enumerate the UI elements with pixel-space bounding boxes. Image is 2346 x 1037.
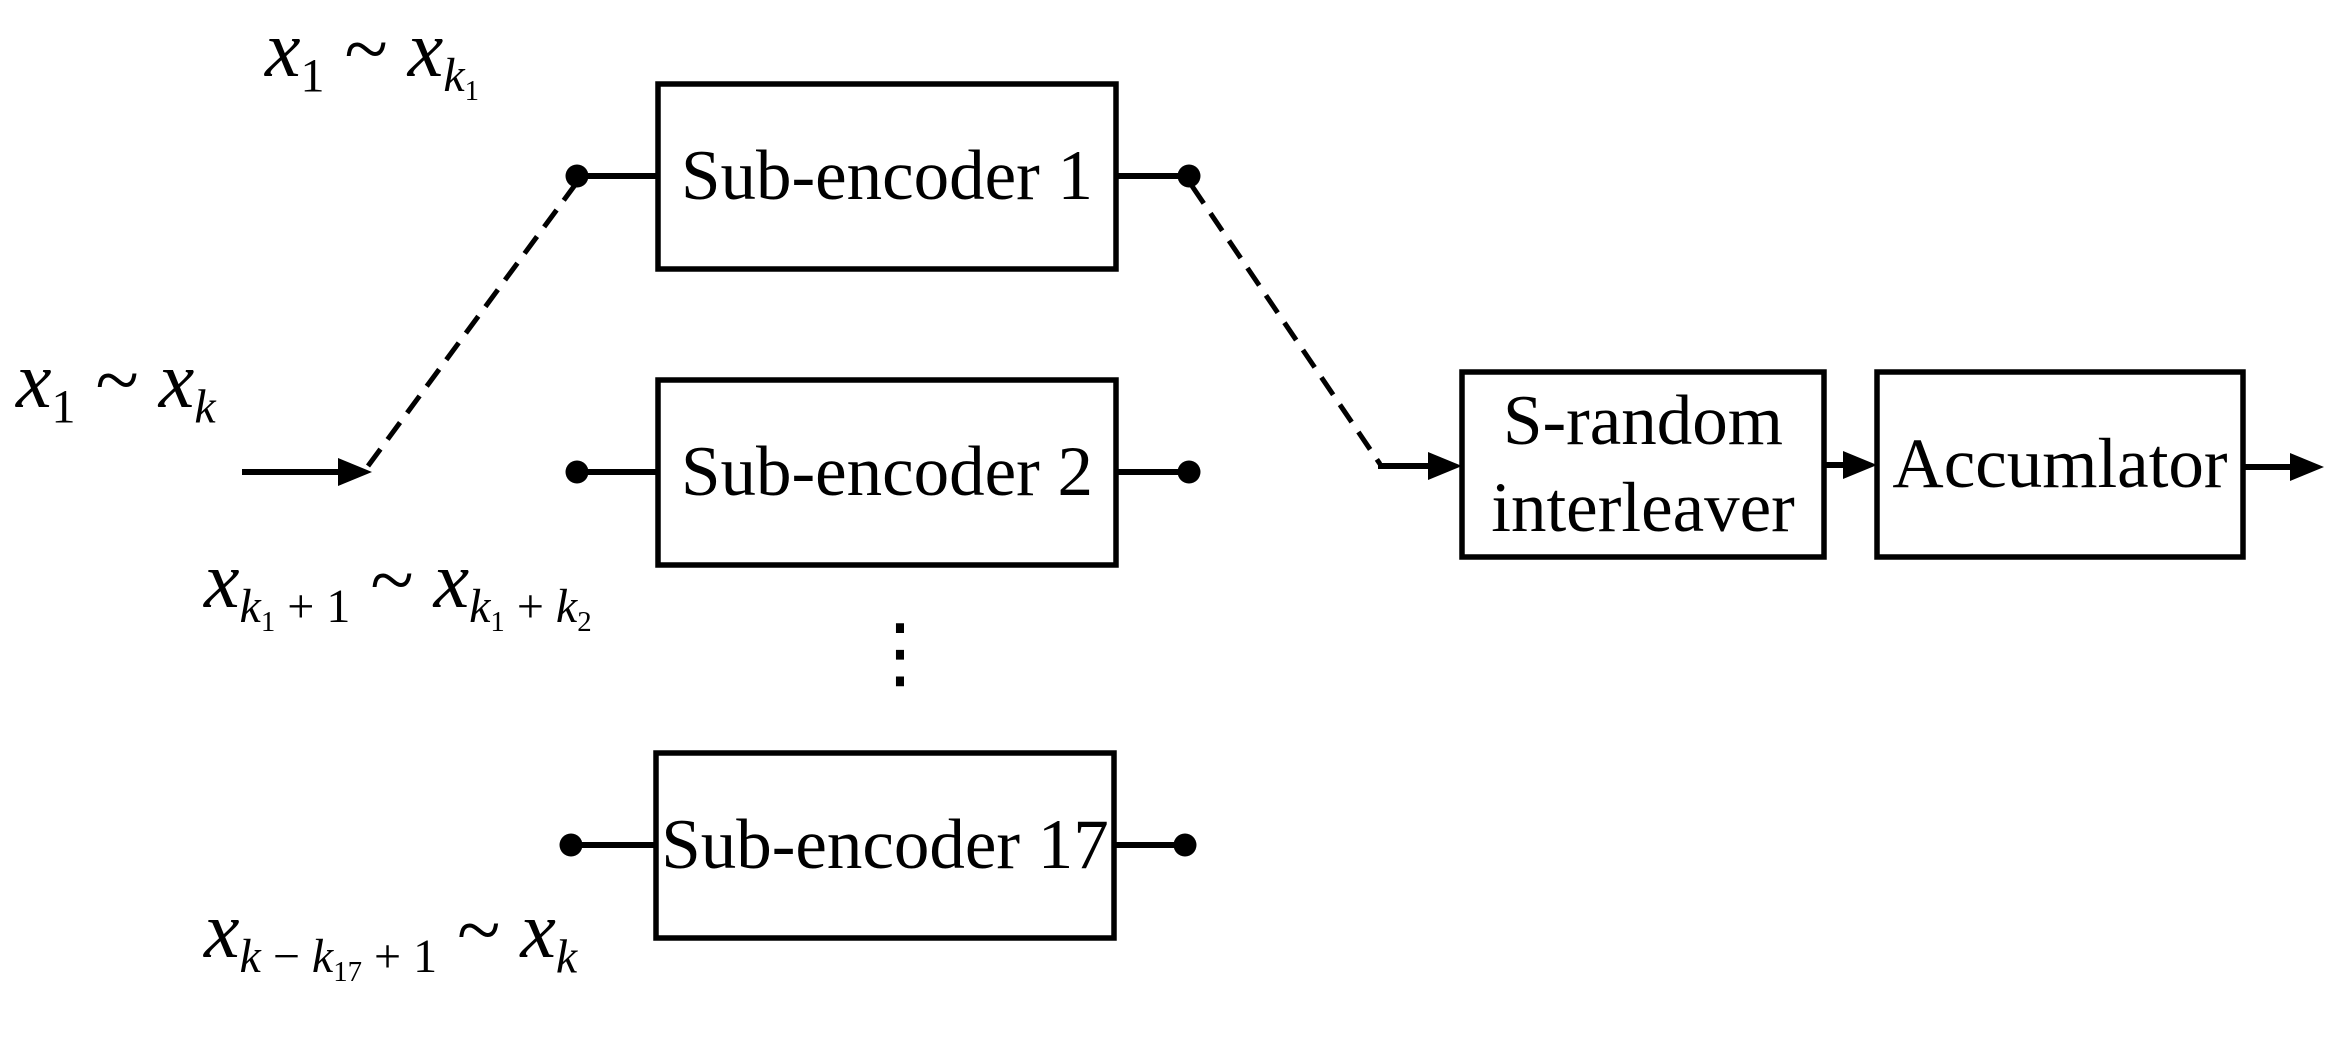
connection-dot-sub2-out — [1177, 460, 1201, 484]
interleaver-box-outline — [1459, 369, 1827, 560]
connection-dot-sub17-in — [559, 833, 583, 857]
accumulator-label: Accumlator — [1892, 425, 2228, 504]
interleaver-to-accumulator-arrowhead — [1843, 451, 1877, 479]
sub2-input-range-label: xk1 + 1 ~ xk1 + k2 — [204, 537, 592, 639]
vertical-ellipsis: ⋮ — [861, 608, 939, 698]
sub-encoder-1-label: Sub-encoder 1 — [680, 137, 1094, 216]
dashed-switch-line-output — [1189, 184, 1383, 466]
connection-dot-sub2-in — [565, 460, 589, 484]
connection-dot-sub1-in — [565, 164, 589, 188]
sub-encoder-17-label: Sub-encoder 17 — [661, 806, 1109, 885]
interleaver-label: S-random interleaver — [1491, 381, 1795, 547]
sub1-input-range-label: x1 ~ xk1 — [265, 6, 480, 108]
overall-input-range-label: x1 ~ xk — [16, 337, 216, 434]
connection-dot-sub1-out — [1177, 164, 1201, 188]
connection-dot-sub17-out — [1173, 833, 1197, 857]
output-arrowhead — [2290, 453, 2324, 481]
sub17-input-range-label: xk − k17 + 1 ~ xk — [204, 887, 578, 989]
dashed-switch-line-input — [365, 183, 578, 468]
sub-encoder-2-label: Sub-encoder 2 — [680, 433, 1094, 512]
interleaver-input-arrowhead — [1428, 452, 1462, 480]
main-input-arrowhead — [338, 458, 372, 486]
